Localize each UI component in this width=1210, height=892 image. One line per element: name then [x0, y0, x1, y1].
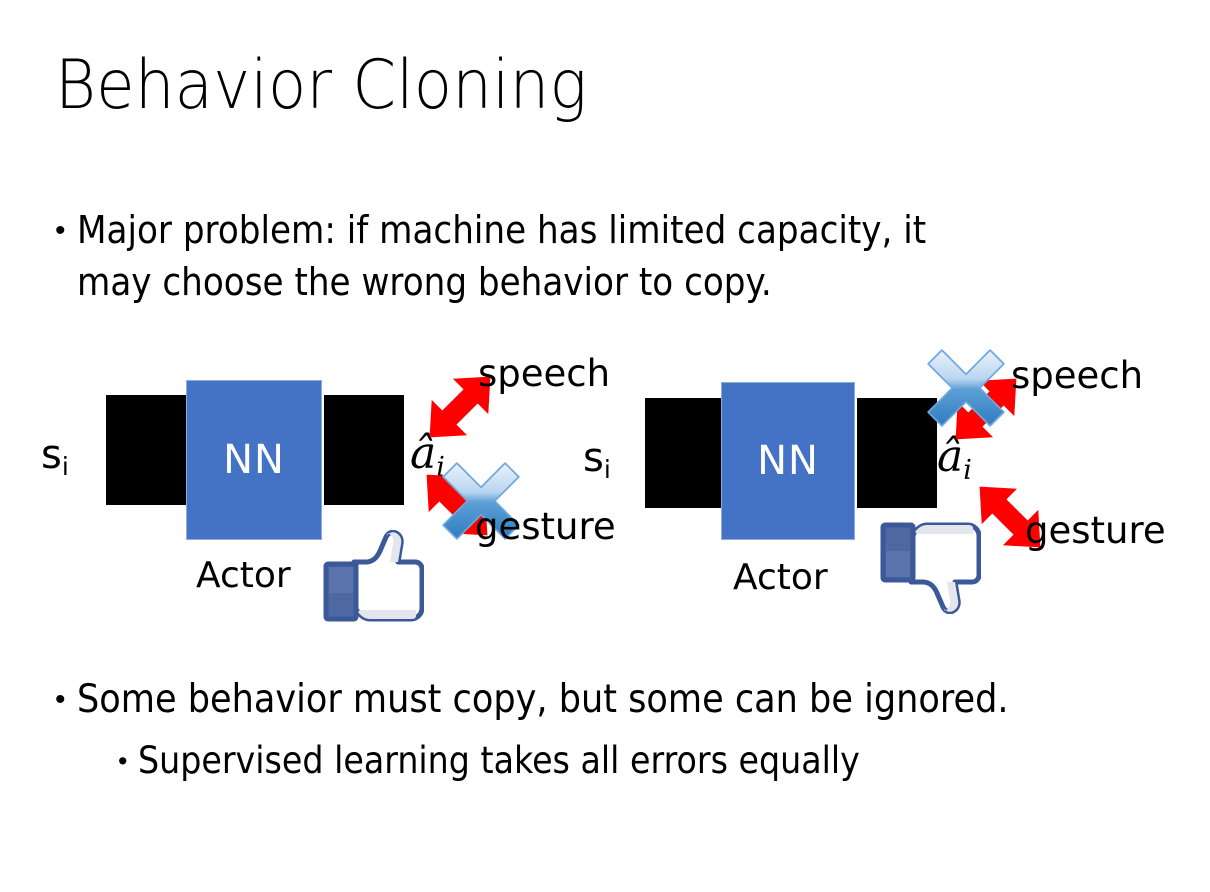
action-symbol: â [410, 428, 437, 479]
action-subscript: i [963, 455, 972, 487]
modality-label-gesture-right: gesture [1025, 509, 1166, 552]
modality-label-speech-right: speech [1011, 354, 1144, 397]
actor-caption-right: Actor [733, 557, 828, 598]
bullet-text-problem: Major problem: if machine has limited ca… [76, 208, 926, 304]
state-symbol: s [41, 432, 62, 478]
gesture-arrow-icon-right [979, 486, 1041, 548]
bullet-item-supervised: • Supervised learning takes all errors e… [118, 734, 1178, 788]
state-subscript: i [61, 452, 69, 481]
input-arrow-icon-left [106, 395, 186, 505]
action-subscript: i [436, 452, 445, 484]
actor-caption-left: Actor [196, 555, 291, 596]
bullet-text-some-behavior: Some behavior must copy, but some can be… [76, 677, 1009, 722]
cross-out-icon-left-gesture [442, 462, 520, 540]
cross-out-icon-right-speech [927, 349, 1005, 427]
diagram-good-actor: si NN âi [10, 340, 616, 630]
state-subscript: i [603, 455, 611, 484]
bullet-marker-icon: • [118, 746, 128, 776]
thumbs-up-icon [323, 530, 424, 622]
state-symbol: s [583, 435, 604, 481]
state-input-label-left: si [41, 435, 69, 479]
modality-label-speech-left: speech [478, 352, 611, 395]
bullet-item-problem: • Major problem: if machine has limited … [55, 204, 1165, 308]
diagram-bad-actor: si NN âi [555, 340, 1166, 630]
output-arrow-icon-left [324, 395, 404, 505]
state-input-label-right: si [583, 438, 611, 482]
bullet-item-some-behavior: • Some behavior must copy, but some can … [55, 672, 1185, 728]
thumbs-down-icon [880, 522, 981, 614]
page-title: Behavior Cloning [55, 46, 588, 125]
speech-arrow-icon-left [429, 376, 491, 438]
nn-box-left: NN [186, 380, 322, 540]
modality-label-gesture-left: gesture [475, 505, 616, 548]
bullet-marker-icon: • [55, 214, 66, 247]
output-action-label-left: âi [410, 432, 445, 484]
action-symbol: â [937, 431, 964, 482]
bullet-text-supervised: Supervised learning takes all errors equ… [138, 739, 861, 782]
nn-label-left: NN [223, 437, 285, 483]
nn-box-right: NN [721, 382, 855, 540]
input-arrow-icon-right [645, 398, 725, 508]
output-arrow-icon-right [857, 398, 937, 508]
nn-label-right: NN [757, 438, 819, 484]
bullet-marker-icon: • [55, 683, 66, 716]
output-action-label-right: âi [937, 435, 972, 487]
